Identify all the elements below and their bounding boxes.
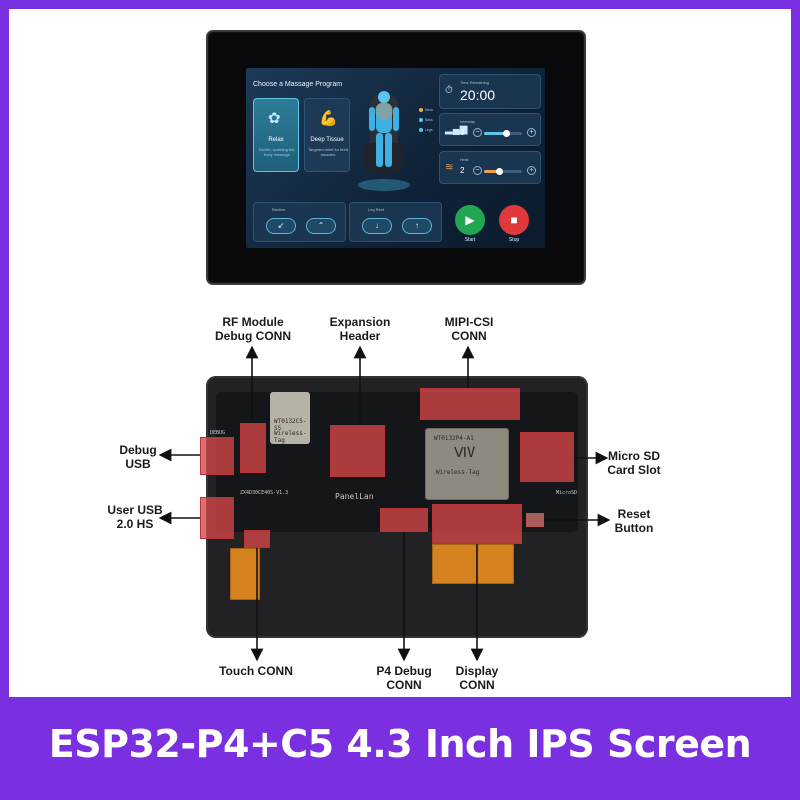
screen-title: Choose a Massage Program bbox=[253, 81, 343, 88]
recline-label: Recline bbox=[272, 207, 286, 212]
intensity-slider[interactable] bbox=[484, 130, 522, 137]
program-card-relax[interactable]: ✿ Relax Gentle, soothing full-body massa… bbox=[253, 98, 299, 172]
callout-display-conn: Display CONN bbox=[455, 664, 499, 692]
wireless-tag-logo: ⅥV bbox=[454, 445, 476, 461]
callout-debug-usb: Debug USB bbox=[119, 443, 157, 471]
rf-module-debug-connector bbox=[240, 423, 266, 473]
leg-rest-down-button[interactable]: ↓ bbox=[362, 218, 392, 234]
device-screen: Choose a Massage Program ✿ Relax Gentle,… bbox=[246, 68, 545, 248]
recline-up-button[interactable]: ⌃ bbox=[306, 218, 336, 234]
title-banner bbox=[0, 697, 800, 800]
program-desc: Gentle, soothing full-body massage bbox=[258, 147, 296, 157]
touch-flex-cable bbox=[230, 548, 260, 600]
chair-option-legs[interactable]: Legs bbox=[419, 128, 433, 133]
intensity-knob[interactable] bbox=[503, 130, 511, 137]
intensity-panel: ▂▄▆ Intensity 3 − + bbox=[439, 113, 541, 146]
leg-rest-up-button[interactable]: ↑ bbox=[402, 218, 432, 234]
callout-p4-debug: P4 Debug CONN bbox=[376, 664, 432, 692]
heat-panel: ≋ Heat 2 − + bbox=[439, 151, 541, 184]
leg-rest-label: Leg Rest bbox=[368, 207, 385, 212]
main-chip: WT0132P4-A1 ⅥV Wireless-Tag bbox=[425, 428, 509, 500]
lotus-icon: ✿ bbox=[268, 110, 281, 127]
heat-minus-button[interactable]: − bbox=[473, 166, 482, 175]
play-icon: ▶ bbox=[465, 213, 475, 227]
rf-module-label: WT0132C5-S5 bbox=[274, 418, 307, 432]
microsd-silk: MicroSD bbox=[556, 490, 578, 496]
heat-label: Heat bbox=[460, 157, 469, 162]
main-chip-label: WT0132P4-A1 bbox=[434, 435, 474, 442]
stop-icon: ■ bbox=[510, 213, 518, 227]
reset-button bbox=[526, 513, 544, 527]
p4-debug-connector bbox=[380, 508, 428, 532]
time-label: Time Remaining bbox=[460, 80, 489, 85]
intensity-label: Intensity bbox=[460, 119, 475, 124]
time-panel: ⏱ Time Remaining 20:00 bbox=[439, 74, 541, 109]
mipi-csi-connector bbox=[420, 388, 520, 420]
start-button[interactable]: ▶ bbox=[455, 205, 485, 235]
chair-option-back[interactable]: Back bbox=[419, 118, 433, 123]
program-name: Relax bbox=[268, 137, 284, 143]
display-connector bbox=[432, 504, 522, 544]
intensity-value: 3 bbox=[460, 128, 465, 137]
intensity-plus-button[interactable]: + bbox=[527, 128, 536, 137]
start-label: Start bbox=[464, 237, 476, 243]
callout-touch-conn: Touch CONN bbox=[219, 664, 293, 678]
program-card-deep-tissue[interactable]: 💪 Deep Tissue Targeted relief for tired … bbox=[304, 98, 350, 172]
callout-micro-sd: Micro SD Card Slot bbox=[607, 449, 661, 477]
callout-rf-module: RF Module Debug CONN bbox=[215, 315, 291, 343]
model-silk: ZX4D30CE40S-V1.3 bbox=[240, 490, 289, 496]
stop-button[interactable]: ■ bbox=[499, 205, 529, 235]
heat-fill bbox=[484, 170, 500, 173]
chair-option-neck[interactable]: Neck bbox=[419, 108, 433, 113]
debug-usb-port bbox=[200, 437, 234, 475]
stop-label: Stop bbox=[508, 237, 520, 243]
heat-slider[interactable] bbox=[484, 168, 522, 175]
display-flex-cable bbox=[432, 544, 514, 584]
callout-reset-button: Reset Button bbox=[614, 507, 654, 535]
recline-down-button[interactable]: ↙ bbox=[266, 218, 296, 234]
heat-plus-button[interactable]: + bbox=[527, 166, 536, 175]
brand-silk: PanelLan bbox=[335, 492, 374, 501]
heat-icon: ≋ bbox=[445, 162, 454, 173]
intensity-fill bbox=[484, 132, 507, 135]
rf-module-sub: Wireless-Tag bbox=[274, 430, 307, 444]
heat-knob[interactable] bbox=[495, 168, 503, 175]
touch-connector bbox=[244, 530, 270, 548]
time-value: 20:00 bbox=[460, 87, 496, 103]
callout-mipi-csi: MIPI-CSI CONN bbox=[444, 315, 494, 343]
banner-title: ESP32-P4+C5 4.3 Inch IPS Screen bbox=[48, 722, 752, 766]
callout-user-usb: User USB 2.0 HS bbox=[107, 503, 163, 531]
program-name: Deep Tissue bbox=[310, 137, 344, 143]
heat-value: 2 bbox=[460, 166, 465, 175]
program-desc: Targeted relief for tired muscles bbox=[307, 147, 349, 157]
recline-control: Recline ↙ ⌃ bbox=[253, 202, 346, 242]
expansion-header bbox=[330, 425, 385, 477]
clock-icon: ⏱ bbox=[445, 85, 453, 96]
debug-silk: DEBUG bbox=[210, 430, 226, 436]
user-usb-port bbox=[200, 497, 234, 539]
leg-rest-control: Leg Rest ↓ ↑ bbox=[349, 202, 442, 242]
callout-expansion-header: Expansion Header bbox=[329, 315, 391, 343]
micro-sd-slot bbox=[520, 432, 574, 482]
massage-chair-illustration bbox=[358, 91, 410, 191]
arm-icon: 💪 bbox=[319, 110, 338, 127]
rf-module-shield: WT0132C5-S5 Wireless-Tag bbox=[270, 392, 310, 444]
bars-icon: ▂▄▆ bbox=[445, 124, 468, 135]
main-chip-sub: Wireless-Tag bbox=[436, 469, 480, 476]
intensity-minus-button[interactable]: − bbox=[473, 128, 482, 137]
